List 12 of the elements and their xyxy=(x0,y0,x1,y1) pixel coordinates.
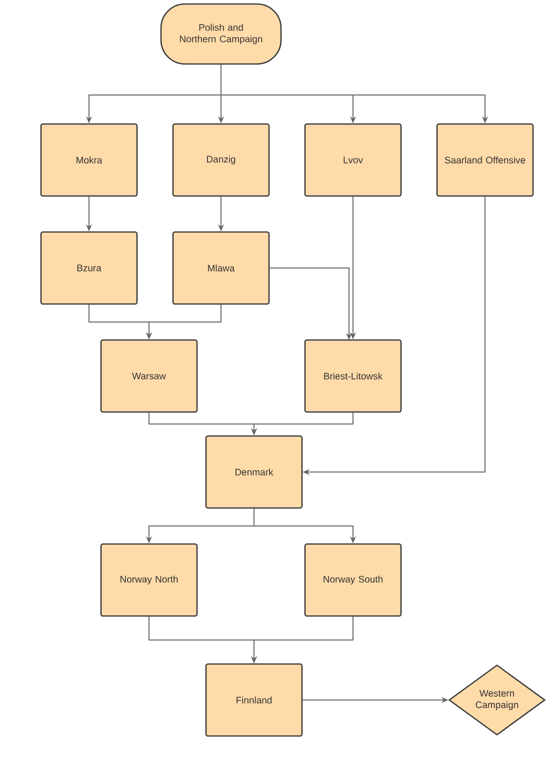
process-box: Mokra xyxy=(40,123,138,197)
process-box: Bzura xyxy=(40,231,138,305)
process-box: Danzig xyxy=(172,123,270,197)
process-box: Denmark xyxy=(205,435,303,509)
process-box: Finnland xyxy=(205,663,303,737)
process-box: Warsaw xyxy=(100,339,198,413)
process-box: Norway South xyxy=(304,543,402,617)
process-box: Mlawa xyxy=(172,231,270,305)
process-box: Briest-Litowsk xyxy=(304,339,402,413)
process-box: Saarland Offensive xyxy=(436,123,534,197)
process-box: Norway North xyxy=(100,543,198,617)
process-box: Lvov xyxy=(304,123,402,197)
